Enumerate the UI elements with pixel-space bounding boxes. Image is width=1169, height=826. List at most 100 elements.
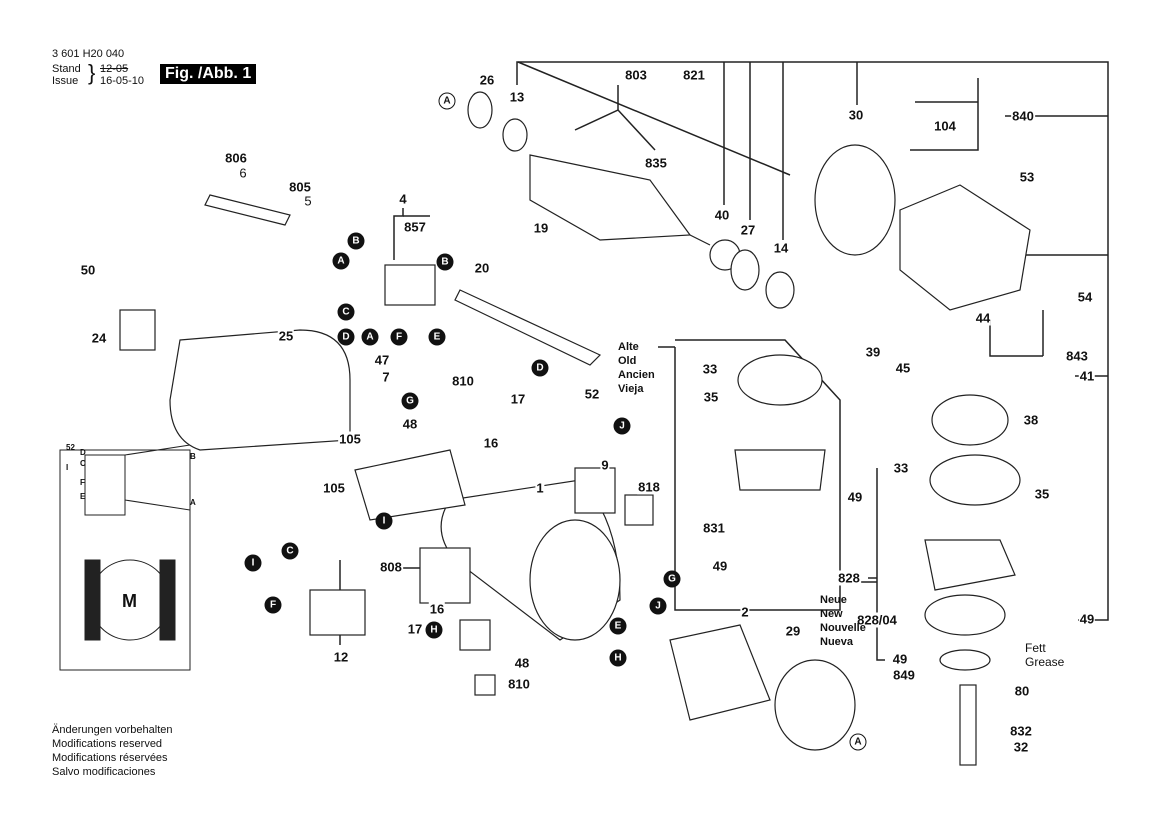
callout: 49 xyxy=(1078,611,1096,627)
new-es: Nueva xyxy=(820,636,854,648)
callout: 35 xyxy=(1033,486,1051,502)
callout: 30 xyxy=(847,107,865,123)
bearing-14 xyxy=(765,271,795,309)
connector-marker: B xyxy=(436,253,454,271)
old-version-label: Alte Old Ancien Vieja xyxy=(618,340,655,396)
cable-12 xyxy=(309,589,366,636)
callout: 80 xyxy=(1013,683,1031,699)
callout: 104 xyxy=(933,118,957,134)
callout: 27 xyxy=(739,222,757,238)
callout: 835 xyxy=(644,155,668,171)
ring-27 xyxy=(730,249,760,291)
connector-marker: J xyxy=(649,597,667,615)
schematic-label: F xyxy=(80,478,85,487)
new-en: New xyxy=(820,608,843,620)
callout: 16 xyxy=(482,435,500,451)
callout: 1 xyxy=(535,480,545,496)
grease-en: Grease xyxy=(1025,655,1065,669)
issue-label: Issue xyxy=(52,75,79,87)
connector-marker: H xyxy=(425,621,443,639)
callout: 16 xyxy=(428,601,446,617)
callout: 808 xyxy=(379,559,403,575)
connector-marker: F xyxy=(390,328,408,346)
field-2 xyxy=(669,624,771,721)
connector-marker: E xyxy=(428,328,446,346)
part-number: 3 601 H20 040 xyxy=(52,48,125,60)
bearing-13 xyxy=(502,118,528,152)
motor-housing-25 xyxy=(169,329,351,451)
callout: 840 xyxy=(1011,108,1035,124)
callout: 24 xyxy=(90,330,108,346)
callout: 105 xyxy=(322,480,346,496)
label-808 xyxy=(419,547,471,604)
callout: 25 xyxy=(277,328,295,344)
callout: 45 xyxy=(894,360,912,376)
connector-marker: C xyxy=(281,542,299,560)
connector-marker: B xyxy=(347,232,365,250)
callout: 48 xyxy=(513,655,531,671)
callout: 32 xyxy=(1012,739,1030,755)
connector-marker: H xyxy=(609,649,627,667)
stand-label: Stand xyxy=(52,63,81,75)
old-de: Alte xyxy=(618,341,639,353)
callout: 35 xyxy=(702,389,720,405)
connector-marker: G xyxy=(663,570,681,588)
connector-marker: A xyxy=(438,92,456,110)
callout: 831 xyxy=(702,520,726,536)
callout: 9 xyxy=(600,457,610,473)
label-9 xyxy=(574,467,616,514)
callout: 49 xyxy=(891,651,909,667)
callout: 33 xyxy=(701,361,719,377)
callout: 50 xyxy=(79,262,97,278)
grease-label: Fett Grease xyxy=(1025,641,1064,669)
seal-33 xyxy=(929,454,1021,506)
connector-marker: D xyxy=(531,359,549,377)
connector-marker: I xyxy=(244,554,262,572)
callout: 44 xyxy=(974,310,992,326)
callout: 33 xyxy=(892,460,910,476)
connector-marker: E xyxy=(609,617,627,635)
callout: 857 xyxy=(403,219,427,235)
connector-marker: G xyxy=(401,392,419,410)
new-version-label: Neue New Nouvelle Nueva xyxy=(820,593,866,649)
callout: 5 xyxy=(303,193,313,209)
grease-de: Fett xyxy=(1025,641,1046,655)
callout: 4 xyxy=(398,191,408,207)
callout: 17 xyxy=(406,621,424,637)
housing-flange xyxy=(529,519,621,641)
callout: 54 xyxy=(1076,289,1094,305)
connector-marker: F xyxy=(264,596,282,614)
brace: } xyxy=(88,60,96,85)
switch-4 xyxy=(384,264,436,306)
bevel-gear-38 xyxy=(931,394,1009,446)
connector-marker: A xyxy=(332,252,350,270)
callout: 821 xyxy=(682,67,706,83)
callout: 803 xyxy=(624,67,648,83)
callout: 53 xyxy=(1018,169,1036,185)
schematic-label: D xyxy=(80,448,86,457)
schematic-label: I xyxy=(66,463,69,472)
motor-symbol: M xyxy=(122,591,137,611)
schematic-label: C xyxy=(80,459,86,468)
bracket-818 xyxy=(624,494,654,526)
wiring-schematic xyxy=(59,444,191,671)
issue-date: 16-05-10 xyxy=(100,75,145,87)
connector-marker: C xyxy=(337,303,355,321)
callout: 805 xyxy=(288,179,312,195)
connector-marker: A xyxy=(361,328,379,346)
old-fr: Ancien xyxy=(618,369,655,381)
washer-80 xyxy=(939,649,991,671)
oring-828-04 xyxy=(924,594,1006,636)
callout: 26 xyxy=(478,72,496,88)
callout: 7 xyxy=(381,369,391,385)
old-es: Vieja xyxy=(618,383,644,395)
schematic-label: A xyxy=(190,498,196,507)
connector-marker: A xyxy=(849,733,867,751)
callout: 832 xyxy=(1009,723,1033,739)
callout: 17 xyxy=(509,391,527,407)
new-fr: Nouvelle xyxy=(820,622,866,634)
gear-head xyxy=(899,184,1031,311)
new-de: Neue xyxy=(820,594,847,606)
